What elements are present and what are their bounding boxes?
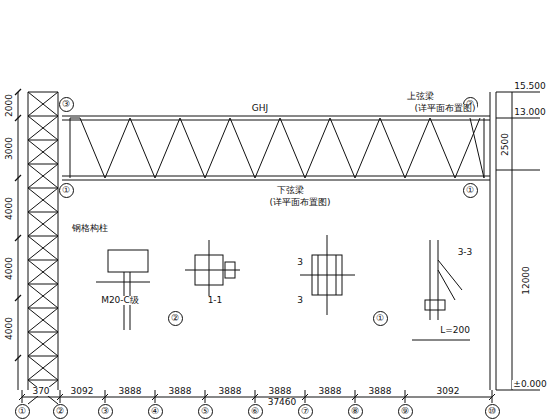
- dimension-text: ±0.000: [512, 380, 547, 389]
- note-label: GHJ: [251, 104, 269, 113]
- circle-number: ⑨: [401, 407, 409, 416]
- dimension-text: 3888: [268, 387, 293, 396]
- callout-circle: ①: [463, 183, 478, 198]
- dimension-text: 2500: [501, 132, 510, 157]
- dimension-text: 15.500: [513, 82, 547, 91]
- note-label: 上弦梁: [406, 92, 435, 101]
- callout-circle: ③: [59, 97, 74, 112]
- note-label: 3: [296, 296, 304, 305]
- note-label: M20-C级: [100, 296, 140, 305]
- dimension-text: 13.000: [513, 108, 547, 117]
- circle-number: ⑧: [351, 407, 359, 416]
- dimension-text: 37460: [267, 398, 298, 407]
- dimension-text: 3092: [70, 387, 95, 396]
- callout-circle: ②: [168, 311, 183, 326]
- dimension-text: 12000: [521, 265, 530, 296]
- axis-circle: ⑩: [485, 404, 500, 419]
- circle-number: ①: [18, 407, 26, 416]
- axis-circle: ②: [53, 404, 68, 419]
- circle-number: ③: [62, 100, 70, 109]
- note-label: (详平面布置图): [413, 104, 476, 113]
- axis-circle: ⑥: [248, 404, 263, 419]
- axis-circle: ③: [98, 404, 113, 419]
- callout-circle: ①: [373, 311, 388, 326]
- axis-circle: ①: [15, 404, 30, 419]
- dimension-text: 3888: [218, 387, 243, 396]
- circle-number: ⑦: [301, 407, 309, 416]
- dimension-text: 3888: [318, 387, 343, 396]
- circle-number: ②: [56, 407, 64, 416]
- circle-number: ②: [171, 314, 179, 323]
- note-label: 钢格构柱: [71, 224, 109, 233]
- dimension-text: 3000: [5, 136, 14, 161]
- circle-number: ⑥: [251, 407, 259, 416]
- dimension-text: 4000: [5, 316, 14, 341]
- note-label: L=200: [439, 326, 471, 335]
- note-label: (详平面布置图): [268, 198, 331, 207]
- callout-circle: ①: [59, 183, 74, 198]
- circle-number: ①: [62, 186, 70, 195]
- circle-number: ⑤: [201, 407, 209, 416]
- dimension-text: 3888: [168, 387, 193, 396]
- circle-number: ④: [151, 407, 159, 416]
- dimension-text: 370: [31, 387, 50, 396]
- circle-number: ①: [466, 186, 474, 195]
- circle-number: ③: [101, 407, 109, 416]
- axis-circle: ⑤: [198, 404, 213, 419]
- dimension-text: 3092: [436, 387, 461, 396]
- dimension-text: 4000: [5, 196, 14, 221]
- axis-circle: ⑧: [348, 404, 363, 419]
- axis-circle: ⑨: [398, 404, 413, 419]
- note-label: 1-1: [207, 296, 224, 305]
- dimension-text: 3888: [118, 387, 143, 396]
- note-label: 3: [296, 258, 304, 267]
- circle-number: ⑩: [488, 407, 496, 416]
- circle-number: ①: [376, 314, 384, 323]
- dimension-text: 4000: [5, 256, 14, 281]
- axis-circle: ④: [148, 404, 163, 419]
- axis-circle: ⑦: [298, 404, 313, 419]
- dimension-text: 2000: [5, 93, 14, 118]
- dimension-text: 3888: [368, 387, 393, 396]
- note-label: 下弦梁: [276, 186, 305, 195]
- note-label: 3-3: [457, 248, 474, 257]
